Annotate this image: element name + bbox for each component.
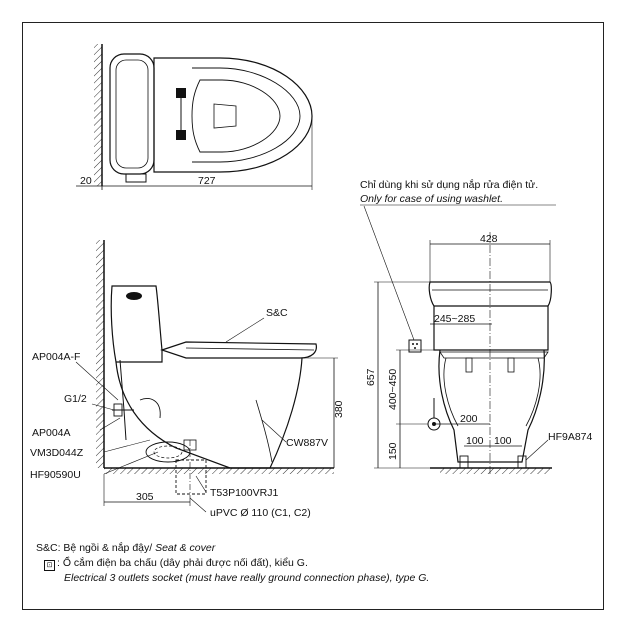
legend-outlet-vi: : Ổ cắm điện ba chấu (dây phải được nối … [57, 557, 308, 569]
dim-245-285: 245~285 [434, 313, 475, 325]
dim-657: 657 [365, 368, 377, 386]
top-view: 20 727 [76, 44, 313, 190]
dim-380: 380 [333, 400, 345, 418]
label-ap004a: AP004A [32, 427, 71, 439]
bowl-body-side [115, 357, 303, 469]
label-ap004af: AP004A-F [32, 351, 80, 363]
outlet-legend-icon: ⊡ [44, 560, 55, 571]
label-g12: G1/2 [64, 393, 87, 405]
bowl-front [438, 349, 545, 463]
wall-hatch-top [94, 44, 102, 186]
dim-200: 200 [460, 413, 478, 425]
label-t53p: T53P100VRJ1 [210, 487, 278, 499]
seat-cover-side [160, 341, 317, 359]
wall-hatch-side [96, 240, 104, 468]
legend-sc-vi: Bệ ngồi & nắp đậy/ [60, 542, 156, 554]
drawing-frame [22, 22, 604, 610]
dim-428: 428 [480, 233, 498, 245]
bowl-outline-top [153, 57, 313, 173]
legend-outlet-en: Electrical 3 outlets socket (must have r… [64, 572, 430, 584]
label-sc: S&C [266, 307, 288, 319]
label-vm3d044z: VM3D044Z [30, 447, 84, 459]
dim-305: 305 [136, 491, 154, 503]
legend-sc: S&C: Bệ ngồi & nắp đậy/ Seat & cover [36, 542, 215, 554]
dim-100-right: 100 [494, 435, 512, 447]
washlet-note-en: Only for case of using washlet. [360, 193, 503, 205]
label-hf90590u: HF90590U [30, 469, 81, 481]
washlet-note-vi: Chỉ dùng khi sử dụng nắp rửa điện tử. [360, 178, 538, 191]
label-upvc: uPVC Ø 110 (C1, C2) [210, 507, 311, 519]
legend-outlet: ⊡: Ổ cắm điện ba chấu (dây phải được nối… [44, 557, 308, 571]
floor-hatch-front [440, 468, 550, 474]
outlet-symbol-icon [408, 339, 422, 353]
dim-400-450: 400~450 [387, 369, 399, 410]
legend-sc-key: S&C: [36, 542, 61, 554]
dim-150: 150 [387, 442, 399, 460]
dim-100-left: 100 [466, 435, 484, 447]
tank-outline-top [109, 53, 155, 175]
floor-hatch [104, 468, 334, 474]
dim-wall-gap: 20 [80, 175, 92, 187]
tank-side [110, 285, 163, 363]
label-cw887v: CW887V [286, 437, 328, 449]
dim-length: 727 [198, 175, 216, 187]
legend-sc-en: Seat & cover [155, 542, 216, 554]
front-view: Chỉ dùng khi sử dụng nắp rửa điện tử. On… [360, 178, 593, 476]
legend-outlet-en-row: Electrical 3 outlets socket (must have r… [64, 572, 429, 584]
side-view: 305 380 S&C AP004A-F G1/2 AP004A VM3D044… [30, 240, 345, 519]
label-hf9a874: HF9A874 [548, 431, 593, 443]
